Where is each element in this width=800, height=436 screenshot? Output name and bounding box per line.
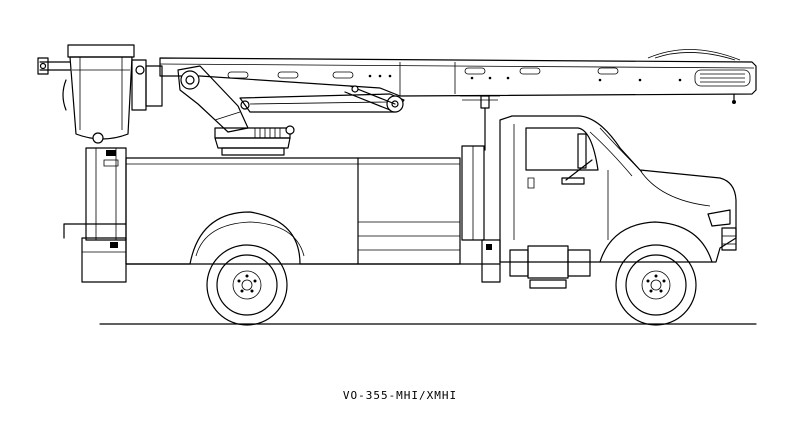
front-wheel <box>616 245 696 325</box>
service-body <box>64 146 500 282</box>
knuckle-arm <box>178 66 404 155</box>
bucket <box>38 45 162 143</box>
rear-wheel <box>207 245 287 325</box>
truck-cab <box>500 116 736 288</box>
model-label: VO-355-MHI/XMHI <box>342 389 458 402</box>
boom <box>160 49 756 150</box>
